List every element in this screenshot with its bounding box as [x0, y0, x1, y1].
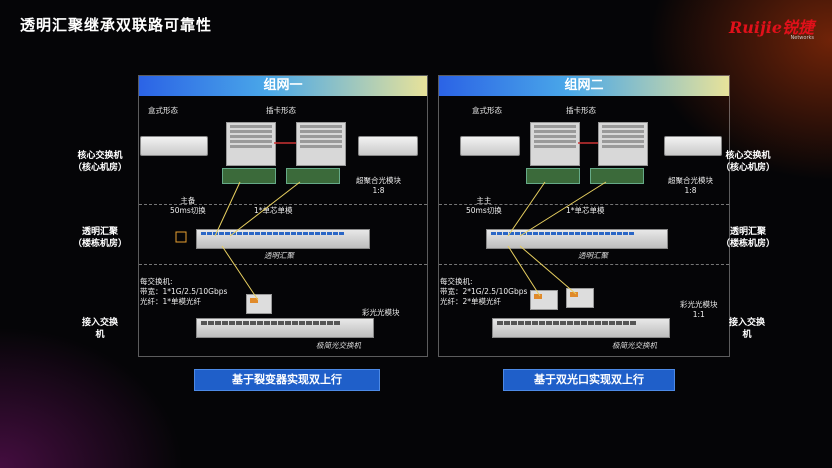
- group1-card-form: 插卡形态: [266, 106, 296, 115]
- group2-box-switch-left: [460, 136, 520, 156]
- group1-color-module-icon: [246, 294, 272, 314]
- group2-transparent-label: 透明汇聚: [578, 251, 608, 260]
- group2-super-module: 超聚合光模块 1:8: [668, 176, 713, 195]
- group2-box-switch-right: [664, 136, 722, 156]
- group1-box-form: 盒式形态: [148, 106, 178, 115]
- group2-divider-1: [439, 204, 729, 205]
- group2-title: 组网二: [439, 76, 729, 96]
- group2-downlink-2: [519, 245, 577, 295]
- group1-line-card-1: [222, 168, 276, 184]
- group2-chassis-1: [530, 122, 580, 166]
- group1-simple-switch-label: 极简光交换机: [316, 341, 361, 350]
- group2-single-fiber: 1*单芯单模: [566, 206, 605, 215]
- group1-box-switch-left: [140, 136, 208, 156]
- group2-card-form: 插卡形态: [566, 106, 596, 115]
- group2-color-module: 彩光光模块 1:1: [680, 300, 718, 319]
- group2-uplink-2: [519, 181, 607, 237]
- left-label-core: 核心交换机 （核心机房）: [72, 151, 127, 173]
- group2-simple-switch-label: 极简光交换机: [612, 341, 657, 350]
- group1-title: 组网一: [139, 76, 427, 96]
- group1-uplink-1: [214, 181, 241, 237]
- group1-color-module: 彩光光模块: [362, 308, 400, 317]
- group2-panel: 组网二: [438, 75, 730, 357]
- group2-color-module-icon-2: [566, 288, 594, 308]
- group1-box-switch-right: [358, 136, 418, 156]
- group1-divider-2: [139, 264, 427, 265]
- group1-summary-button: 基于裂变器实现双上行: [194, 369, 380, 391]
- left-label-agg: 透明汇聚 （楼栋机房）: [72, 227, 127, 249]
- group1-line-card-2: [286, 168, 340, 184]
- right-label-access: 接入交换 机: [728, 318, 765, 340]
- page-title: 透明汇聚继承双联路可靠性: [20, 16, 213, 34]
- group1-per-switch: 每交换机: 带宽：1*1G/2.5/10Gbps 光纤：1*单模光纤: [140, 277, 228, 306]
- group2-uplink-1: [507, 181, 546, 237]
- group2-chassis-2: [598, 122, 648, 166]
- left-label-access: 接入交换 机: [81, 318, 118, 340]
- group1-access-switch: [196, 318, 374, 338]
- group1-splitter: [175, 231, 187, 243]
- logo-sub: Networks: [790, 35, 814, 41]
- group2-switchover: 主主 50ms切换: [466, 196, 502, 215]
- group1-uplink-2: [229, 181, 301, 237]
- group2-per-switch: 每交换机: 带宽：2*1G/2.5/10Gbps 光纤：2*单模光纤: [440, 277, 528, 306]
- group2-box-form: 盒式形态: [472, 106, 502, 115]
- group2-line-card-1: [526, 168, 580, 184]
- group1-switchover: 主备 50ms切换: [170, 196, 206, 215]
- group1-transparent-label: 透明汇聚: [264, 251, 294, 260]
- group1-single-fiber: 1*单芯单模: [254, 206, 293, 215]
- group1-transparent-agg-device: [196, 229, 370, 249]
- group1-divider-1: [139, 204, 427, 205]
- group1-panel: 组网一: [138, 75, 428, 357]
- group1-super-module: 超聚合光模块 1:8: [356, 176, 401, 195]
- group2-color-module-icon-1: [530, 290, 558, 310]
- group1-chassis-1: [226, 122, 276, 166]
- right-label-agg: 透明汇聚 （楼栋机房）: [720, 227, 775, 249]
- logo-brand: Ruijie锐捷: [728, 18, 814, 37]
- group2-line-card-2: [590, 168, 644, 184]
- group2-transparent-agg-device: [486, 229, 668, 249]
- ruijie-logo: Ruijie锐捷 Networks: [729, 14, 814, 41]
- group2-divider-2: [439, 264, 729, 265]
- group2-downlink-1: [507, 245, 541, 297]
- group2-summary-button: 基于双光口实现双上行: [503, 369, 675, 391]
- group1-chassis-2: [296, 122, 346, 166]
- group2-access-switch: [492, 318, 670, 338]
- group1-downlink: [221, 245, 259, 301]
- right-label-core: 核心交换机 （核心机房）: [720, 151, 775, 173]
